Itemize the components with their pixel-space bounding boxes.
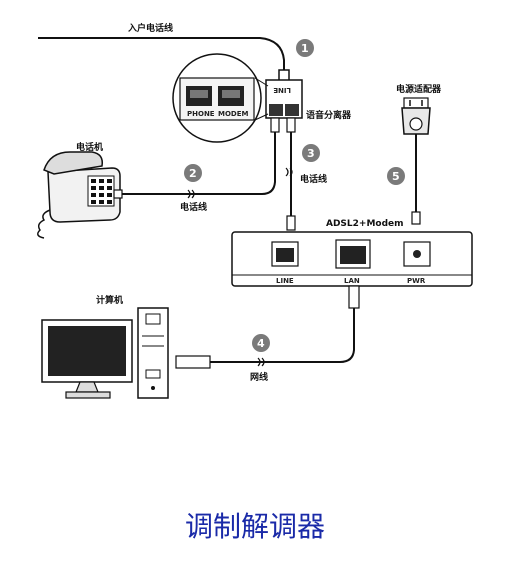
port-pwr: [403, 241, 431, 267]
telephone: [37, 151, 121, 239]
power-adapter-label: 电源适配器: [396, 83, 442, 95]
phone-cable-label-2: 电话线: [300, 173, 327, 185]
svg-text:MODEM: MODEM: [218, 110, 249, 118]
svg-text:4: 4: [257, 337, 265, 350]
svg-text:1: 1: [301, 42, 309, 55]
svg-text:LINE: LINE: [276, 277, 294, 285]
voice-splitter: LINE: [265, 79, 303, 119]
step-4-badge: 4: [252, 334, 270, 352]
power-adapter: [401, 97, 431, 135]
splitter-zoom: PHONE MODEM: [172, 53, 269, 143]
phone-label: 电话机: [76, 141, 103, 153]
svg-text:PWR: PWR: [407, 277, 426, 285]
modem-label: ADSL2+Modem: [326, 219, 404, 229]
svg-text:5: 5: [392, 170, 400, 183]
network-cable: [210, 308, 355, 363]
incoming-line-label: 入户电话线: [127, 22, 173, 34]
phone-cable-label: 电话线: [180, 201, 207, 213]
splitter-label: 语音分离器: [306, 109, 352, 121]
computer: [41, 307, 169, 399]
computer-label: 计算机: [96, 294, 123, 306]
svg-text:2: 2: [189, 167, 197, 180]
caption-title: 调制解调器: [184, 510, 325, 543]
svg-text:LINE: LINE: [273, 86, 291, 94]
svg-text:PHONE: PHONE: [187, 110, 215, 118]
step-5-badge: 5: [387, 167, 405, 185]
splitter-to-phone-cable: [118, 132, 276, 195]
incoming-line-cable: [38, 37, 285, 72]
network-cable-label: 网线: [250, 371, 268, 383]
svg-text:3: 3: [307, 147, 315, 160]
step-1-badge: 1: [296, 39, 314, 57]
step-3-badge: 3: [302, 144, 320, 162]
svg-text:LAN: LAN: [344, 277, 360, 285]
adsl-modem: LINE LAN PWR: [231, 231, 473, 287]
step-2-badge: 2: [184, 164, 202, 182]
